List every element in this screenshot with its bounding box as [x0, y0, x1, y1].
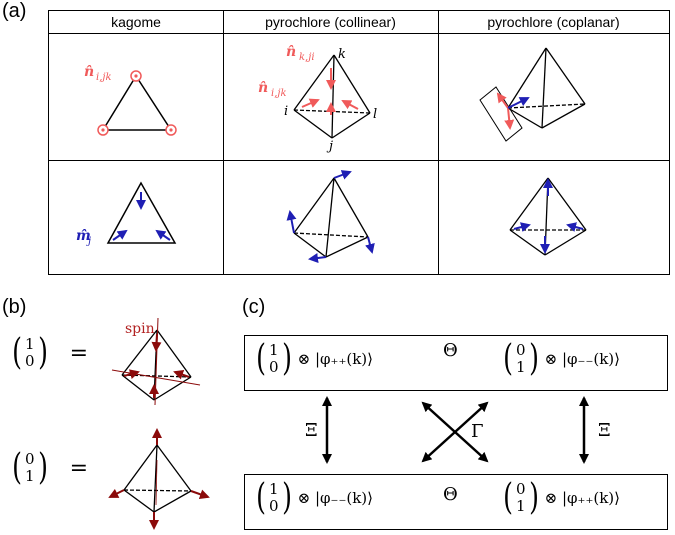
header-kagome: kagome: [111, 14, 161, 30]
kagome-triangle-normals: [97, 70, 177, 136]
vertex-l: l: [373, 107, 377, 122]
header-pyrochlore-coplanar: pyrochlore (coplanar): [487, 14, 620, 30]
equals-sign: =: [69, 340, 89, 366]
panel-label-a: (a): [2, 0, 27, 22]
kagome-triangle-moments: [106, 181, 177, 244]
out-of-plane-icon: [97, 124, 109, 136]
table-divider: [223, 11, 224, 274]
ket-expression: ⊗ |φ₊₊(k)⟩: [297, 350, 374, 368]
gamma-arrow-diag2: [421, 401, 489, 463]
vec1-top: 1: [25, 335, 35, 353]
vec-top: 1: [269, 480, 279, 498]
vec-top: 0: [516, 480, 526, 498]
header-pyrochlore-collinear: pyrochlore (collinear): [265, 14, 396, 30]
vec-bottom: 1: [516, 358, 526, 376]
ket-expression: ⊗ |φ₋₋(k)⟩: [544, 350, 621, 368]
vec-top: 1: [269, 341, 279, 359]
state-box-top: [244, 335, 668, 391]
label-m-j-sub: j: [86, 236, 91, 247]
xi-label-left: Ξ: [305, 420, 318, 441]
pyrochlore-coplanar-moments: [509, 177, 587, 256]
comparison-table: kagome pyrochlore (collinear) pyrochlore…: [48, 10, 670, 275]
vec-bottom: 0: [269, 497, 279, 515]
pyrochlore-collinear-tetra: [293, 54, 371, 139]
panel-label-c: (c): [242, 296, 266, 318]
label-n-ijk-sub: i,jk: [96, 72, 112, 83]
label-m-j: m̂: [76, 228, 91, 244]
equals-sign: =: [69, 455, 89, 481]
label-n-ijk: n̂: [84, 64, 94, 80]
spin-ice-tetra-in: [111, 317, 201, 406]
label-n-ijk2: n̂: [258, 80, 268, 96]
vec2-bottom: 1: [25, 467, 35, 485]
pyrochlore-coplanar-tetra: [479, 47, 586, 142]
theta-label-top: Θ: [443, 340, 458, 361]
table-divider: [438, 11, 439, 274]
ket-expression: ⊗ |φ₋₋(k)⟩: [297, 489, 374, 507]
pyrochlore-collinear-moments: [286, 170, 375, 263]
ket-expression: ⊗ |φ₊₊(k)⟩: [544, 489, 621, 507]
table-divider: [49, 33, 669, 34]
out-of-plane-icon: [130, 70, 142, 82]
label-n-kji-sub: k,ji: [299, 52, 315, 63]
theta-label-bottom: Θ: [443, 484, 458, 505]
spin-label: spin: [125, 321, 155, 337]
vertex-i: i: [284, 104, 288, 119]
vec-top: 0: [516, 341, 526, 359]
label-n-kji: n̂: [286, 44, 296, 60]
table-divider: [49, 160, 669, 161]
panel-label-b: (b): [2, 296, 27, 318]
vertex-k: k: [338, 47, 346, 62]
vec-bottom: 0: [269, 358, 279, 376]
out-of-plane-icon: [165, 124, 177, 136]
vec-bottom: 1: [516, 497, 526, 515]
xi-label-right: Ξ: [598, 420, 611, 441]
gamma-label: Γ: [471, 421, 484, 442]
vec2-top: 0: [25, 450, 35, 468]
spin-ice-tetra-out: [108, 428, 210, 530]
vertex-j: j: [326, 139, 333, 154]
vec1-bottom: 0: [25, 352, 35, 370]
label-n-ijk2-sub: i,jk: [271, 88, 287, 99]
state-box-bottom: [244, 474, 668, 530]
